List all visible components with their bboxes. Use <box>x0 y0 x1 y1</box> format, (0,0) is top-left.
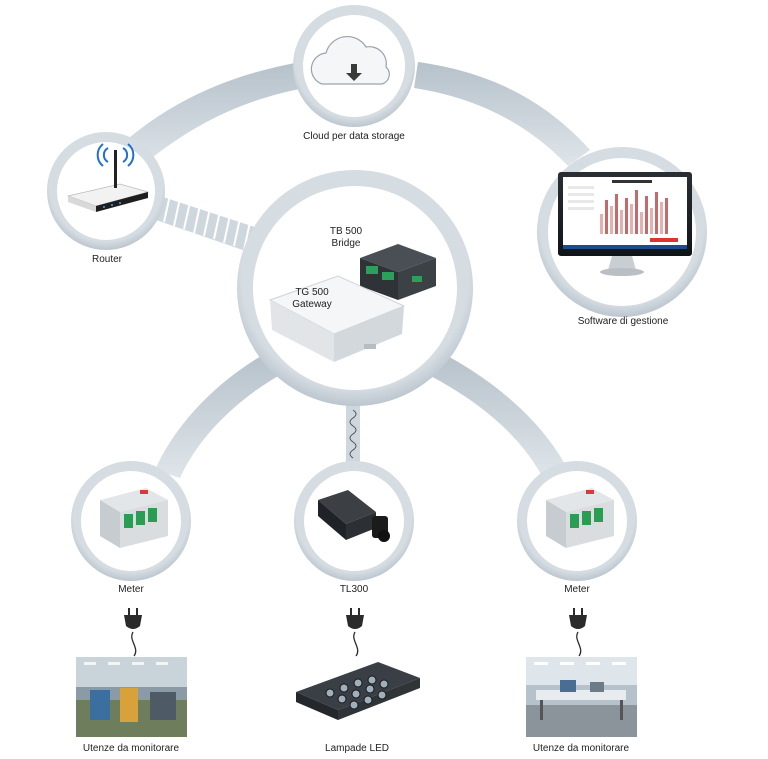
software-node <box>537 147 707 317</box>
bridge-label: TB 500 Bridge <box>316 226 376 250</box>
bridge-device-icon <box>360 244 436 300</box>
screen-bar <box>630 204 633 234</box>
screen-bar <box>660 202 663 234</box>
screen-bar <box>620 210 623 234</box>
load-left-label: Utenze da monitorare <box>82 743 180 754</box>
screen-bar <box>600 214 603 234</box>
screen-bar <box>665 198 668 234</box>
meter-right-node <box>517 461 637 581</box>
cloud-node <box>293 5 415 127</box>
software-label: Software di gestione <box>577 316 669 327</box>
screen-bar <box>635 190 638 234</box>
link-cloud-router <box>115 62 305 172</box>
tl300-label: TL300 <box>339 584 369 595</box>
wifi-signal-icon <box>96 143 135 167</box>
screen-bar <box>645 196 648 234</box>
link-hub-meter-right <box>423 352 568 478</box>
cloud-label: Cloud per data storage <box>303 131 405 142</box>
hub-node <box>237 170 473 406</box>
screen-bar <box>640 212 643 234</box>
router-label: Router <box>91 254 122 265</box>
cloud-download-icon <box>310 35 390 85</box>
led-lamp-icon <box>296 662 420 720</box>
plug-icon <box>569 608 587 629</box>
meter-device-icon <box>546 488 614 548</box>
screen-bar <box>655 192 658 234</box>
router-icon <box>66 150 150 212</box>
meter-device-icon <box>100 488 168 548</box>
load-center-label: Lampade LED <box>325 743 389 754</box>
screen-bar <box>615 194 618 234</box>
power-cords <box>131 631 582 657</box>
screen-bar <box>605 200 608 234</box>
plug-icon <box>346 608 364 629</box>
router-node <box>47 132 165 250</box>
screen-bar <box>650 208 653 234</box>
tl300-node <box>294 461 414 581</box>
gateway-model: TG 500 <box>295 287 329 298</box>
link-hub-meter-left <box>155 352 285 478</box>
link-hub-tl300 <box>346 405 360 465</box>
gateway-label: TG 500 Gateway <box>282 287 342 311</box>
screen-chart <box>600 190 668 234</box>
bridge-model: TB 500 <box>329 226 363 237</box>
link-cloud-software <box>414 62 590 166</box>
monitor-icon <box>558 172 692 276</box>
meter-left-node <box>71 461 191 581</box>
gateway-device-icon <box>268 275 406 362</box>
screen-bar <box>625 198 628 234</box>
meter-right-label: Meter <box>564 584 590 595</box>
bridge-type: Bridge <box>331 238 361 249</box>
plug-icon <box>124 608 142 629</box>
gateway-type: Gateway <box>292 299 332 310</box>
meter-left-label: Meter <box>118 584 144 595</box>
tl300-device-icon <box>318 490 390 542</box>
lab-photo-right <box>526 657 637 737</box>
load-right-label: Utenze da monitorare <box>532 743 630 754</box>
factory-photo-left <box>76 657 187 737</box>
screen-bar <box>610 206 613 234</box>
